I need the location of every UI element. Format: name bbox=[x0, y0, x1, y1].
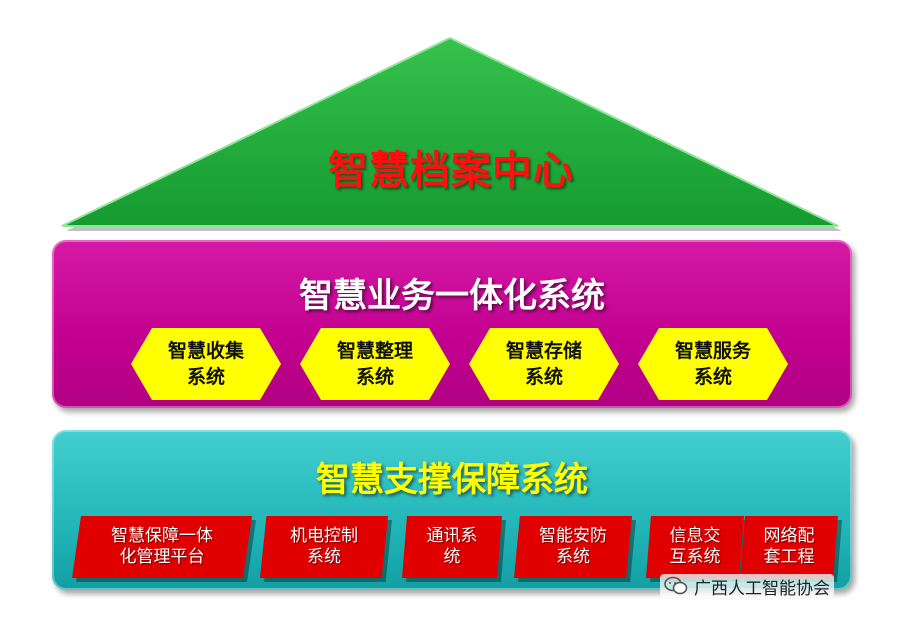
support-module-label: 智能安防 系统 bbox=[539, 526, 607, 567]
support-module: 机电控制 系统 bbox=[260, 516, 388, 578]
business-module: 智慧收集 系统 bbox=[131, 328, 281, 400]
business-module-label: 智慧整理 系统 bbox=[336, 340, 413, 388]
wechat-icon bbox=[664, 576, 688, 595]
support-module: 智慧保障一体 化管理平台 bbox=[72, 516, 252, 578]
watermark: 广西人工智能协会 bbox=[660, 574, 834, 599]
business-module: 智慧整理 系统 bbox=[300, 328, 450, 400]
business-system-band: 智慧业务一体化系统 智慧收集 系统 智慧整理 系统 智慧存储 系统 智慧服务 系… bbox=[52, 240, 852, 408]
support-module-label: 智慧保障一体 化管理平台 bbox=[111, 526, 213, 567]
support-system-band: 智慧支撑保障系统 智慧保障一体 化管理平台 机电控制 系统 通讯系 统 智能安防… bbox=[52, 430, 852, 590]
business-module: 智慧服务 系统 bbox=[638, 328, 788, 400]
support-module: 网络配 套工程 bbox=[740, 516, 838, 578]
support-module-label: 网络配 套工程 bbox=[763, 526, 815, 567]
business-module-label: 智慧服务 系统 bbox=[674, 340, 751, 388]
roof-triangle bbox=[61, 36, 842, 231]
support-module-label: 通讯系 统 bbox=[426, 526, 478, 567]
business-module-label: 智慧存储 系统 bbox=[505, 340, 582, 388]
support-module: 通讯系 统 bbox=[402, 516, 502, 578]
roof-title: 智慧档案中心 bbox=[328, 148, 574, 194]
business-module-label: 智慧收集 系统 bbox=[167, 340, 244, 388]
business-module: 智慧存储 系统 bbox=[469, 328, 619, 400]
support-module-label: 机电控制 系统 bbox=[290, 526, 358, 567]
watermark-text: 广西人工智能协会 bbox=[694, 578, 830, 599]
support-modules: 智慧保障一体 化管理平台 机电控制 系统 通讯系 统 智能安防 系统 信息交 互… bbox=[52, 516, 852, 586]
support-module-label: 信息交 互系统 bbox=[669, 526, 721, 567]
business-system-title: 智慧业务一体化系统 bbox=[299, 276, 605, 316]
support-module: 信息交 互系统 bbox=[646, 516, 744, 578]
support-system-title: 智慧支撑保障系统 bbox=[316, 460, 588, 500]
support-module: 智能安防 系统 bbox=[514, 516, 632, 578]
business-modules: 智慧收集 系统 智慧整理 系统 智慧存储 系统 智慧服务 系统 bbox=[52, 328, 852, 406]
